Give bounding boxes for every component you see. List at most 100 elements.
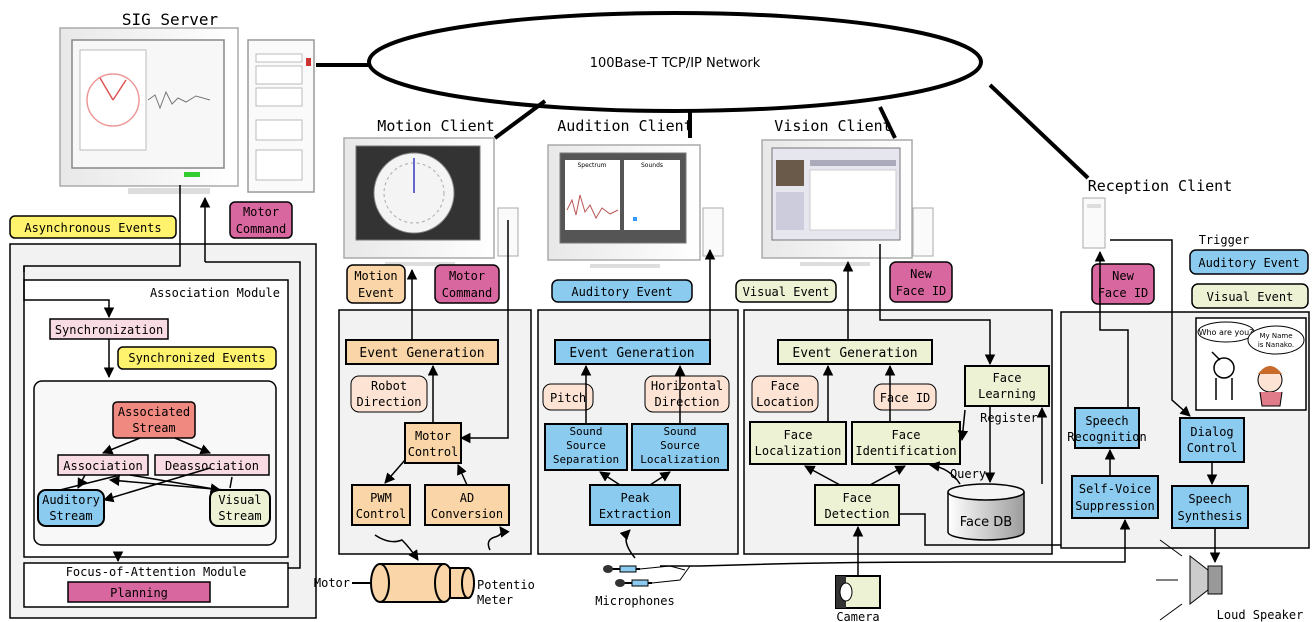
visual-stream-line1: Visual [218, 493, 261, 507]
motor-label: Motor [314, 576, 350, 590]
face-identification-box [851, 421, 961, 465]
reception-auditory-event-label: Auditory Event [1198, 256, 1299, 270]
query-label: Query [950, 467, 986, 481]
association-module-label: Association Module [150, 286, 280, 300]
peak-extraction-box [589, 484, 681, 526]
ad-conversion-line2: Conversion [431, 507, 503, 521]
motor-control-line2: Control [408, 445, 459, 459]
association-label: Association [63, 459, 142, 473]
face-localization-line2: Localization [755, 444, 842, 458]
camera-label: Camera [836, 610, 879, 622]
face-detection-line1: Face [843, 491, 872, 505]
planning-label: Planning [110, 586, 168, 600]
face-location-tag [751, 375, 819, 413]
ad-conversion-box [424, 484, 510, 526]
sound-separation-box [544, 423, 628, 471]
peak-extraction-line2: Extraction [599, 507, 671, 521]
self-voice-line2: Suppression [1075, 499, 1154, 513]
sound-separation-line3: Separation [553, 453, 619, 466]
bubble-right-line1: My Name [1259, 332, 1292, 340]
motion-client: Motion Client Motion Event Motor Command… [314, 117, 535, 607]
audition-event-generation [554, 339, 711, 365]
face-localization-line1: Face [784, 428, 813, 442]
motion-event-line2: Event [358, 286, 394, 300]
vision-new-face-id-tag [889, 261, 953, 303]
auditory-event-label: Auditory Event [571, 285, 672, 299]
server-motor-command-tag [229, 201, 293, 239]
self-voice-line1: Self-Voice [1079, 482, 1151, 496]
face-learning-line1: Face [993, 371, 1022, 385]
deassociation-label: Deassociation [165, 459, 259, 473]
ad-conversion-line1: AD [460, 491, 474, 505]
audition-title: Audition Client [557, 117, 692, 135]
potentio-line2: Meter [477, 593, 513, 607]
motion-motor-command-line2: Command [442, 286, 493, 300]
potentio-line1: Potentio [477, 578, 535, 592]
spectrum-tab: Spectrum [577, 162, 606, 169]
face-db-icon [947, 483, 1025, 541]
reception-tower-icon [1082, 197, 1106, 249]
vision-client: Vision Client Visual Event New Face ID E… [735, 117, 1126, 622]
register-label: Register [980, 411, 1038, 425]
reception-visual-event-label: Visual Event [1207, 290, 1294, 304]
dialog-control-line1: Dialog [1190, 425, 1233, 439]
sound-localization-line1: Sound [663, 425, 696, 438]
speech-recognition-line1: Speech [1085, 414, 1128, 428]
visual-event-tag [735, 279, 837, 303]
face-detection-box [814, 484, 900, 526]
sig-server: SIG Server Asynchronous Events Motor Com… [9, 10, 317, 619]
speech-synthesis-box [1171, 485, 1249, 529]
sound-separation-line1: Sound [569, 425, 602, 438]
horizontal-direction-line2: Direction [654, 395, 719, 409]
vision-monitor-icon [761, 139, 934, 266]
server-motor-command-line1: Motor [243, 205, 279, 219]
horizontal-direction-tag [644, 375, 730, 413]
visual-event-label: Visual Event [743, 285, 830, 299]
face-identification-line2: Identification [855, 444, 956, 458]
vision-event-generation-label: Event Generation [792, 346, 917, 361]
visual-stream-box [209, 489, 271, 527]
speech-recognition-line2: Recognition [1067, 430, 1146, 444]
synchronized-events-label: Synchronized Events [128, 351, 265, 365]
reception-new-face-id-line1: New [1112, 269, 1134, 283]
motion-monitor-icon [343, 137, 519, 266]
vision-new-face-id-line1: New [910, 267, 932, 281]
synchronized-events-tag [117, 346, 277, 370]
audition-event-generation-label: Event Generation [569, 346, 694, 361]
vision-event-generation [777, 339, 933, 365]
peak-extraction-line1: Peak [621, 491, 651, 505]
motion-event-generation [345, 339, 499, 365]
sound-separation-line2: Source [566, 439, 606, 452]
server-tower-icon [247, 39, 315, 193]
server-title: SIG Server [122, 10, 219, 29]
vision-title: Vision Client [774, 117, 891, 135]
reception-new-face-id-line2: Face ID [1098, 286, 1149, 300]
face-learning-line2: Learning [978, 387, 1036, 401]
pwm-control-line1: PWM [370, 491, 392, 505]
reception-title: Reception Client [1088, 177, 1233, 195]
synchronization-label: Synchronization [55, 323, 163, 337]
auditory-event-tag [551, 279, 693, 303]
network-label: 100Base-T TCP/IP Network [590, 56, 761, 71]
sound-localization-line3: Localization [640, 453, 719, 466]
face-identification-line1: Face [892, 428, 921, 442]
motor-control-line1: Motor [415, 429, 451, 443]
speech-synthesis-line1: Speech [1188, 492, 1231, 506]
foa-module-label: Focus-of-Attention Module [66, 565, 247, 579]
face-learning-box [964, 365, 1050, 407]
deassociation-box [154, 454, 270, 476]
face-detection-line2: Detection [824, 507, 889, 521]
robot-direction-line1: Robot [371, 379, 407, 393]
dialog-control-line2: Control [1187, 441, 1238, 455]
speech-synthesis-line2: Synthesis [1177, 509, 1242, 523]
dialog-illustration: Who are you? My Name is Nanako. [1195, 317, 1307, 411]
trigger-label: Trigger [1199, 233, 1250, 247]
face-location-line2: Location [756, 395, 814, 409]
pwm-control-line2: Control [356, 507, 407, 521]
reception-new-face-id-tag [1091, 263, 1155, 305]
async-events-label: Asynchronous Events [24, 221, 161, 235]
pwm-control-box [351, 484, 411, 526]
motion-title: Motion Client [377, 117, 494, 135]
bubble-right-line2: is Nanako. [1258, 341, 1294, 349]
